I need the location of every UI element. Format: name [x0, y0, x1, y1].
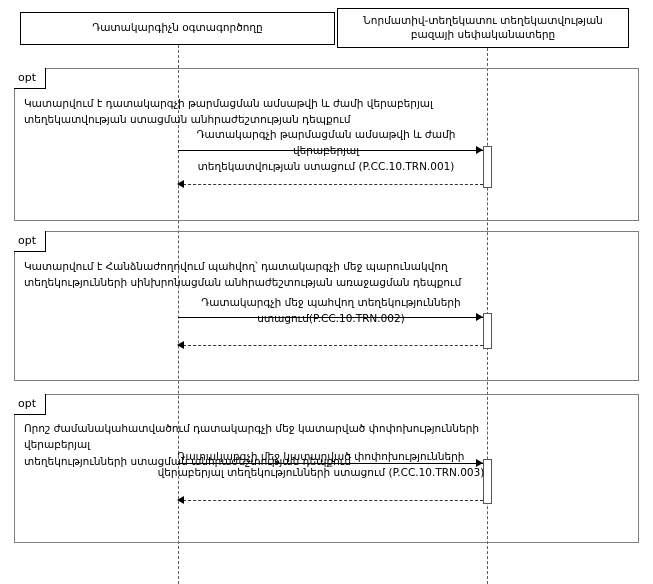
message-call-arrowhead-1	[476, 146, 483, 154]
lifeline-user-actor	[178, 45, 179, 584]
message-label-2: Դատակարգչի մեջ պահվող տեղեկությունների ս…	[201, 297, 461, 325]
message-call-line-1	[178, 150, 483, 151]
participant-label: Դատակարգիչն օգտագործողը	[92, 22, 263, 35]
participant-reference-data-owner[interactable]: Նորմատիվ-տեղեկատու տեղեկատվության բազայի…	[337, 8, 629, 48]
message-call-line-3	[178, 463, 483, 464]
participant-user-actor[interactable]: Դատակարգիչն օգտագործողը	[20, 12, 335, 45]
activation-bar-2	[483, 313, 492, 349]
fragment-operator-label-2: opt	[14, 231, 47, 252]
message-label-3: Դատակարգչի մեջ կատարված փոփոխությունների…	[157, 451, 485, 479]
fragment-condition-2: Կատարվում է Հանձնաժողովում պահվող՝ դատակ…	[24, 261, 462, 290]
message-return-arrowhead-2	[177, 341, 184, 349]
activation-bar-3	[483, 459, 492, 504]
fragment-condition-1: Կատարվում է դատակարգչի թարմացման ամսաթվի…	[24, 98, 433, 127]
message-return-line-2	[183, 345, 483, 346]
fragment-condition-3: Որոշ ժամանակահատվածում դատակարգչի մեջ կա…	[24, 423, 480, 468]
message-return-arrowhead-3	[177, 496, 184, 504]
opt-fragment-3	[14, 394, 639, 543]
message-call-line-2	[178, 317, 483, 318]
message-label-1: Դատակարգչի թարմացման ամսաթվի և ժամի վերա…	[196, 129, 456, 173]
fragment-operator-label-1: opt	[14, 68, 47, 89]
message-call-arrowhead-3	[476, 459, 483, 467]
message-call-arrowhead-2	[476, 313, 483, 321]
message-return-line-3	[183, 500, 483, 501]
fragment-operator-label-3: opt	[14, 394, 47, 415]
opt-fragment-2	[14, 231, 639, 381]
activation-bar-1	[483, 146, 492, 188]
opt-fragment-1	[14, 68, 639, 221]
message-return-arrowhead-1	[177, 180, 184, 188]
participant-label: Նորմատիվ-տեղեկատու տեղեկատվության բազայի…	[363, 14, 603, 41]
message-return-line-1	[183, 184, 483, 185]
